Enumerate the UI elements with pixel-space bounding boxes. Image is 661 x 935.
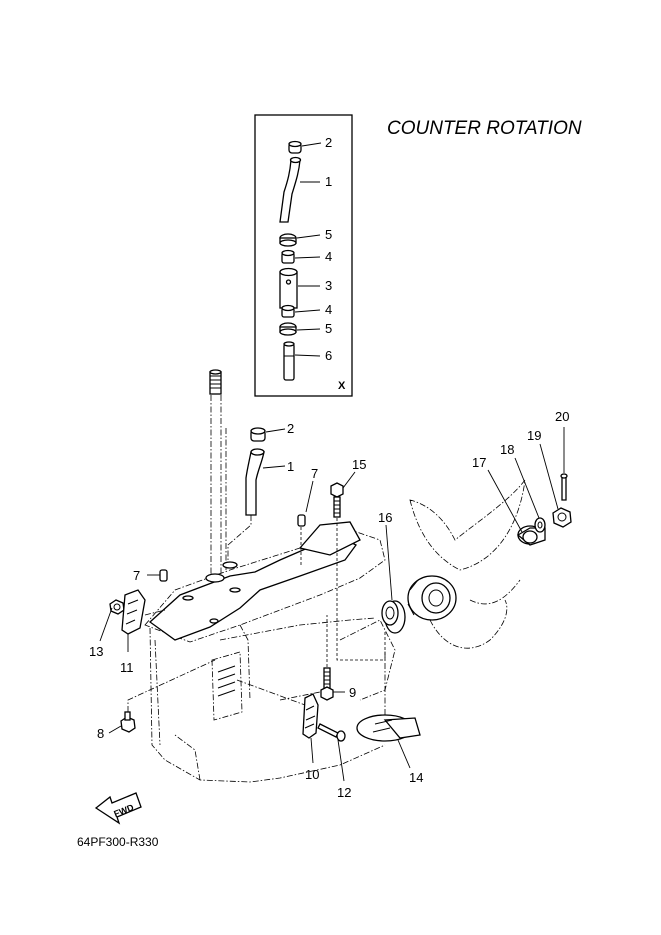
callout-main-9: 9 bbox=[349, 685, 356, 700]
callout-inset-3: 3 bbox=[325, 278, 332, 293]
callout-main-8: 8 bbox=[97, 726, 104, 741]
cotter-pin-20 bbox=[560, 473, 568, 501]
inset-grommet-cap bbox=[288, 140, 302, 154]
drawing-code: 64PF300-R330 bbox=[77, 835, 159, 849]
prop-nut-19 bbox=[552, 507, 572, 528]
callout-inset-5b: 5 bbox=[325, 321, 332, 336]
inset-tube bbox=[279, 267, 298, 309]
callout-main-10: 10 bbox=[305, 767, 319, 782]
callout-main-11: 11 bbox=[120, 660, 134, 675]
callout-inset-4a: 4 bbox=[325, 249, 332, 264]
callout-main-1: 1 bbox=[287, 459, 294, 474]
inset-seal-bottom bbox=[279, 322, 297, 336]
callout-main-2: 2 bbox=[287, 421, 294, 436]
callout-main-17: 17 bbox=[472, 455, 486, 470]
callout-main-14: 14 bbox=[409, 770, 423, 785]
callout-main-15: 15 bbox=[352, 457, 366, 472]
screw-12 bbox=[317, 723, 346, 742]
anode-10 bbox=[236, 679, 319, 739]
lower-case-housing bbox=[144, 521, 396, 783]
propeller bbox=[407, 478, 526, 649]
callout-main-12: 12 bbox=[337, 785, 351, 800]
thrust-washer-16 bbox=[381, 600, 406, 634]
dowel-pin-7b bbox=[159, 569, 168, 582]
anode-fin-14 bbox=[356, 650, 421, 742]
callout-main-16: 16 bbox=[378, 510, 392, 525]
inset-tag: X bbox=[338, 380, 346, 392]
callout-main-7a: 7 bbox=[311, 466, 318, 481]
callout-main-20: 20 bbox=[555, 409, 569, 424]
callout-inset-4b: 4 bbox=[325, 302, 332, 317]
bolt-9 bbox=[320, 615, 334, 701]
drive-shaft bbox=[209, 369, 222, 580]
inset-box: X bbox=[254, 114, 353, 397]
inset-bushing-bottom bbox=[281, 304, 295, 318]
callout-main-18: 18 bbox=[500, 442, 514, 457]
inset-pipe bbox=[283, 341, 295, 381]
water-hose-1 bbox=[227, 448, 265, 560]
grommet-2 bbox=[250, 427, 266, 442]
callout-inset-1: 1 bbox=[325, 174, 332, 189]
inset-water-hose bbox=[279, 156, 302, 223]
callout-main-7b: 7 bbox=[133, 568, 140, 583]
washer-18 bbox=[534, 517, 546, 533]
callout-main-13: 13 bbox=[89, 644, 103, 659]
inset-bushing-top bbox=[281, 249, 295, 264]
callout-inset-6: 6 bbox=[325, 348, 332, 363]
callout-main-19: 19 bbox=[527, 428, 541, 443]
callout-inset-2: 2 bbox=[325, 135, 332, 150]
bolt-15 bbox=[330, 482, 386, 661]
callout-inset-5a: 5 bbox=[325, 227, 332, 242]
nut-13 bbox=[109, 599, 125, 615]
inset-seal-top bbox=[279, 233, 297, 247]
trim-tab-11 bbox=[121, 589, 166, 635]
bolt-8 bbox=[120, 659, 216, 733]
fwd-arrow-icon: FWD bbox=[94, 792, 142, 825]
diagram-title: COUNTER ROTATION bbox=[387, 118, 582, 139]
dowel-pin-7a bbox=[297, 514, 306, 565]
